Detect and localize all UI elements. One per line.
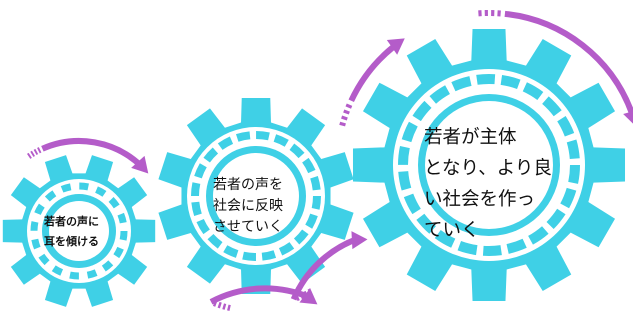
gear-small-line-1: 若者の声に bbox=[44, 215, 99, 228]
arrow-large-top-right-head bbox=[623, 111, 633, 124]
gear-large-line-4: ていく bbox=[424, 220, 480, 241]
gear-medium-line-3: させていく bbox=[213, 219, 283, 235]
gear-medium-hub bbox=[213, 153, 299, 239]
arrow-large-top-left bbox=[339, 38, 405, 127]
gear-small-line-2: 耳を傾ける bbox=[44, 235, 99, 248]
arrow-large-top-left-shaft bbox=[348, 44, 396, 103]
arrow-small-top-stripe bbox=[33, 148, 39, 156]
arrow-small-top-shaft bbox=[41, 138, 144, 169]
arrow-large-top-right-shaft bbox=[504, 10, 633, 115]
gear-large-line-2: となり、より良 bbox=[424, 158, 552, 179]
arrow-small-top-stripe bbox=[30, 150, 35, 157]
arrow-small-top-stripe bbox=[26, 152, 32, 159]
arrow-large-top-left-stripe bbox=[341, 115, 348, 121]
arrow-large-top-right bbox=[478, 10, 633, 124]
arrow-large-top-left-stripe bbox=[343, 109, 350, 115]
gear-medium-label: 若者の声を 社会に反映 させていく bbox=[213, 175, 323, 238]
gear-large-line-3: い社会を作っ bbox=[424, 189, 536, 210]
gear-small-dashed-ring bbox=[30, 182, 128, 280]
arrow-medium-bottom-right-stripe bbox=[299, 292, 305, 300]
gear-large-dashed-ring bbox=[398, 74, 580, 256]
arrow-medium-bottom-right bbox=[290, 231, 368, 302]
arrow-small-top-stripe bbox=[37, 147, 42, 154]
gear-large-line-1: 若者が主体 bbox=[424, 127, 517, 148]
arrow-large-top-left-stripe bbox=[339, 121, 346, 127]
gear-large-label: 若者が主体 となり、より良 い社会を作っ ていく bbox=[424, 122, 574, 246]
gear-large bbox=[352, 28, 626, 302]
arrow-medium-bottom-right-head bbox=[351, 231, 368, 250]
arrow-medium-bottom-right-stripe bbox=[307, 288, 313, 296]
gear-small-label: 若者の声に 耳を傾ける bbox=[44, 212, 144, 252]
arrow-large-top-left-stripe bbox=[345, 103, 353, 109]
arrow-medium-bottom-left-stripe bbox=[227, 304, 231, 311]
arrow-small-top-head bbox=[131, 155, 149, 174]
arrow-medium-bottom-left-head bbox=[299, 287, 318, 305]
gear-medium-line-2: 社会に反映 bbox=[213, 198, 283, 214]
gear-small-hub bbox=[49, 201, 109, 261]
arrow-medium-bottom-left-stripe bbox=[217, 301, 222, 309]
arrow-medium-bottom-left-stripe bbox=[222, 303, 227, 310]
arrow-large-top-left-head bbox=[386, 38, 405, 55]
gear-medium-dashed-ring bbox=[191, 131, 321, 261]
gear-large-hub bbox=[425, 101, 553, 229]
arrow-small-top bbox=[26, 138, 149, 174]
arrow-medium-bottom-right-stripe bbox=[303, 290, 309, 298]
gear-small bbox=[2, 155, 156, 307]
gear-medium-line-1: 若者の声を bbox=[213, 177, 283, 193]
arrow-medium-bottom-right-shaft bbox=[290, 236, 359, 301]
gear-medium bbox=[158, 98, 354, 294]
